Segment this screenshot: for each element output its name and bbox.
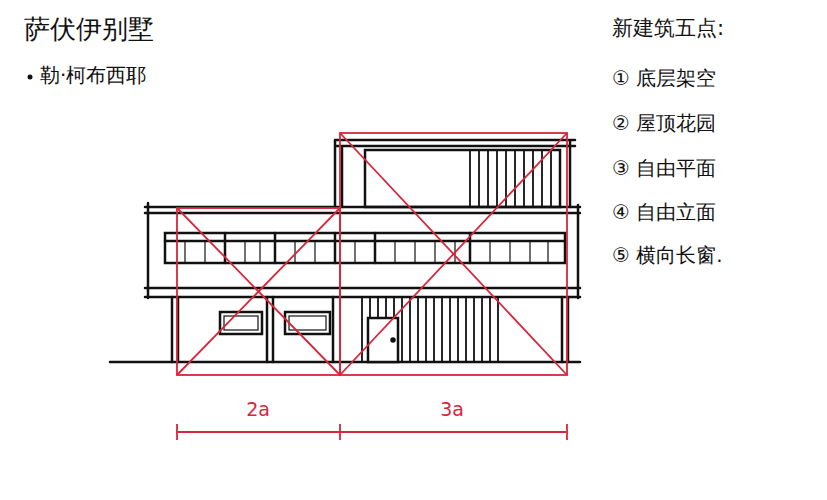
list-item: ① 底层架空: [612, 66, 716, 90]
proportion-diagonal: [177, 208, 340, 375]
solarium-stripes: [470, 150, 551, 207]
proportion-diagonal: [340, 133, 567, 375]
title-text: 萨伏伊别墅: [24, 14, 154, 45]
ground-window: [220, 312, 262, 334]
ground-window-inner: [224, 316, 258, 330]
main-slab: [145, 203, 580, 298]
ground-window: [285, 312, 330, 334]
list-item: ③ 自由平面: [612, 156, 716, 180]
proportion-rectangle: [340, 133, 567, 375]
ribbon-window: [165, 233, 565, 263]
bullet-dot: [28, 75, 33, 80]
window-mullions: [165, 233, 565, 263]
list-item: ④ 自由立面: [612, 200, 716, 224]
list-item: ⑤ 横向长窗.: [612, 243, 723, 267]
proportion-square: [177, 208, 340, 375]
heading-note: 新建筑五点:: [612, 16, 724, 41]
ground-line: [110, 361, 580, 364]
thin-mullions: [185, 241, 548, 263]
list-item: ② 屋顶花园: [612, 111, 716, 135]
villa-sketch: [28, 75, 581, 363]
dimension-line: [177, 424, 567, 440]
proportion-lines: [177, 133, 567, 440]
dimension-label: 2a: [246, 398, 270, 421]
door-knob: [392, 339, 395, 342]
dimension-label: 3a: [440, 398, 464, 421]
roof-solarium: [335, 140, 575, 207]
solarium-window: [365, 150, 560, 207]
author-name: 勒·柯布西耶: [40, 63, 146, 87]
pilotis: [172, 297, 568, 362]
